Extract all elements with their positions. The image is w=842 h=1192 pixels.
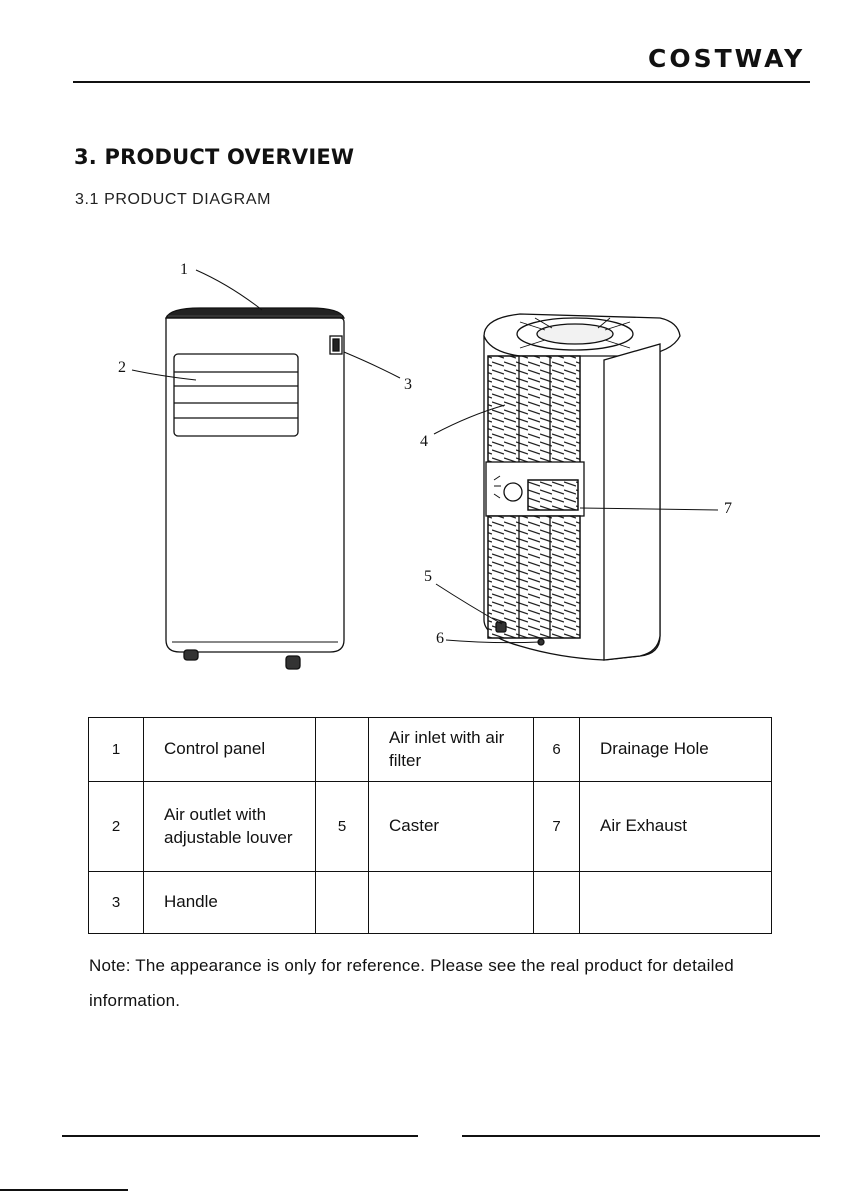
part-number [316,872,369,934]
part-name: Air Exhaust [580,782,772,872]
rear-unit [484,314,680,660]
product-diagram: 1 2 3 4 5 6 7 [0,240,842,680]
reference-note: Note: The appearance is only for referen… [89,948,809,1018]
part-number [316,718,369,782]
section-title: 3. PRODUCT OVERVIEW [74,145,354,169]
part-number: 3 [89,872,144,934]
part-number: 1 [89,718,144,782]
footer-rule-left [62,1135,418,1137]
part-name: Caster [369,782,534,872]
part-name [369,872,534,934]
part-number: 6 [534,718,580,782]
table-row: 3 Handle [89,872,772,934]
part-name: Air outlet with adjustable louver [144,782,316,872]
callout-6: 6 [436,630,444,647]
part-name: Control panel [144,718,316,782]
table-row: 1 Control panel Air inlet with air filte… [89,718,772,782]
callout-3: 3 [404,376,412,393]
header-rule [73,81,810,83]
part-name: Handle [144,872,316,934]
part-number: 2 [89,782,144,872]
part-name: Drainage Hole [580,718,772,782]
part-number: 5 [316,782,369,872]
front-unit [166,308,344,669]
part-name: Air inlet with air filter [369,718,534,782]
callout-1: 1 [180,261,188,278]
brand-logo: COSTWAY [648,44,805,73]
callout-5: 5 [424,568,432,585]
parts-table: 1 Control panel Air inlet with air filte… [88,717,772,934]
callout-2: 2 [118,359,126,376]
table-row: 2 Air outlet with adjustable louver 5 Ca… [89,782,772,872]
part-number: 7 [534,782,580,872]
callout-7: 7 [724,500,732,517]
part-name [580,872,772,934]
footer-edge-rule [0,1189,128,1191]
footer-rule-right [462,1135,820,1137]
section-subtitle: 3.1 PRODUCT DIAGRAM [75,191,271,209]
callout-4: 4 [420,433,428,450]
part-number [534,872,580,934]
